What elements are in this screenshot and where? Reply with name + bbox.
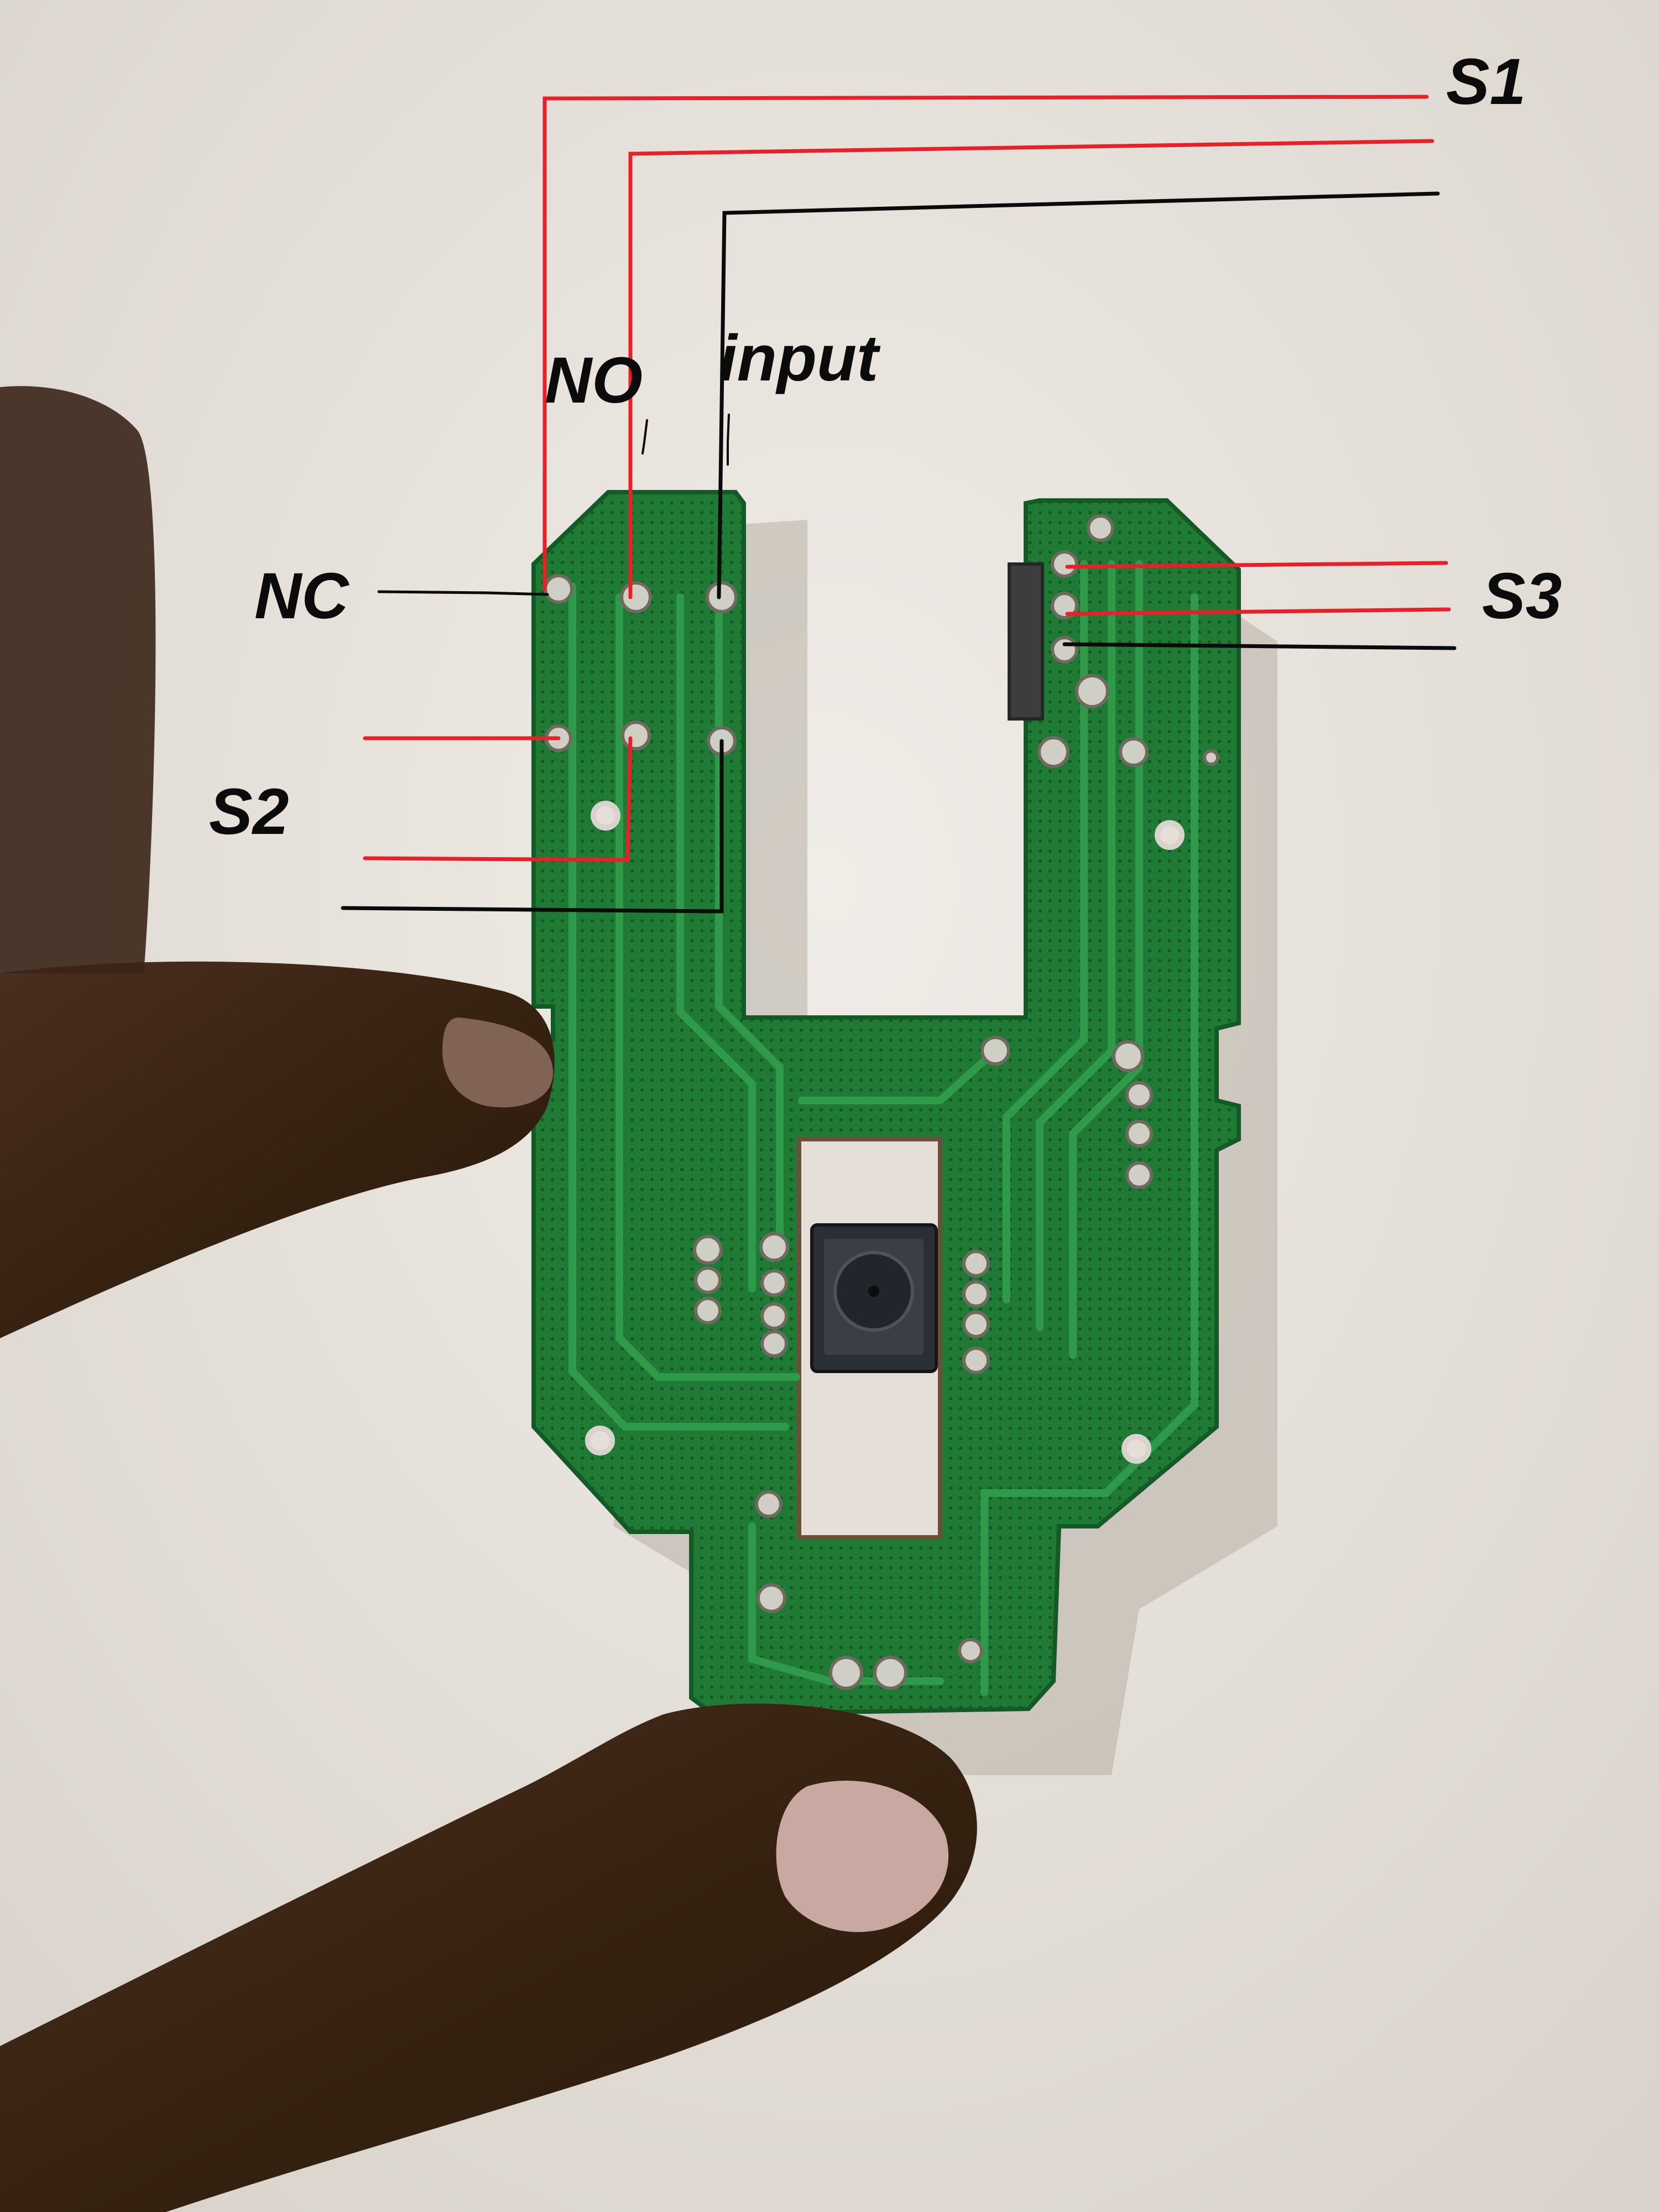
label-no: NO	[545, 344, 643, 417]
label-nc: NC	[254, 560, 349, 633]
label-input: input	[719, 322, 881, 395]
pad-input	[706, 581, 738, 613]
input-tick	[727, 414, 730, 466]
pad-s3-a	[1051, 550, 1078, 578]
label-s2: S2	[209, 775, 289, 848]
annotation-lines	[341, 95, 1457, 914]
left-fingernail	[442, 1018, 553, 1108]
s1-line-3	[717, 191, 1440, 599]
s3-line-3	[1062, 642, 1457, 650]
tactile-switch	[810, 1223, 938, 1373]
solder-pads	[544, 514, 1219, 1690]
mounting-holes	[585, 801, 1185, 1464]
pad-s3-c	[1051, 636, 1078, 664]
pad-s2-b	[621, 721, 651, 750]
pad-no	[620, 581, 652, 613]
s3-line-2	[1065, 607, 1451, 616]
s2-line-3	[341, 739, 724, 914]
label-s1: S1	[1446, 45, 1526, 118]
label-s3: S3	[1482, 560, 1562, 633]
thumbnail	[776, 1781, 949, 1932]
side-connector	[1008, 562, 1044, 721]
left-finger	[0, 961, 555, 1338]
s1-line-1	[542, 95, 1429, 591]
s1-line-2	[628, 139, 1434, 599]
pcb-traces	[568, 560, 1198, 1696]
left-hand-shadow	[0, 386, 156, 973]
pad-nc	[544, 574, 573, 604]
nc-leader	[377, 590, 549, 596]
pad-s3-b	[1051, 592, 1078, 619]
bottom-thumb	[0, 1703, 977, 2212]
s3-line-1	[1065, 561, 1448, 569]
s2-line-2	[363, 736, 633, 862]
no-tick	[641, 419, 648, 455]
